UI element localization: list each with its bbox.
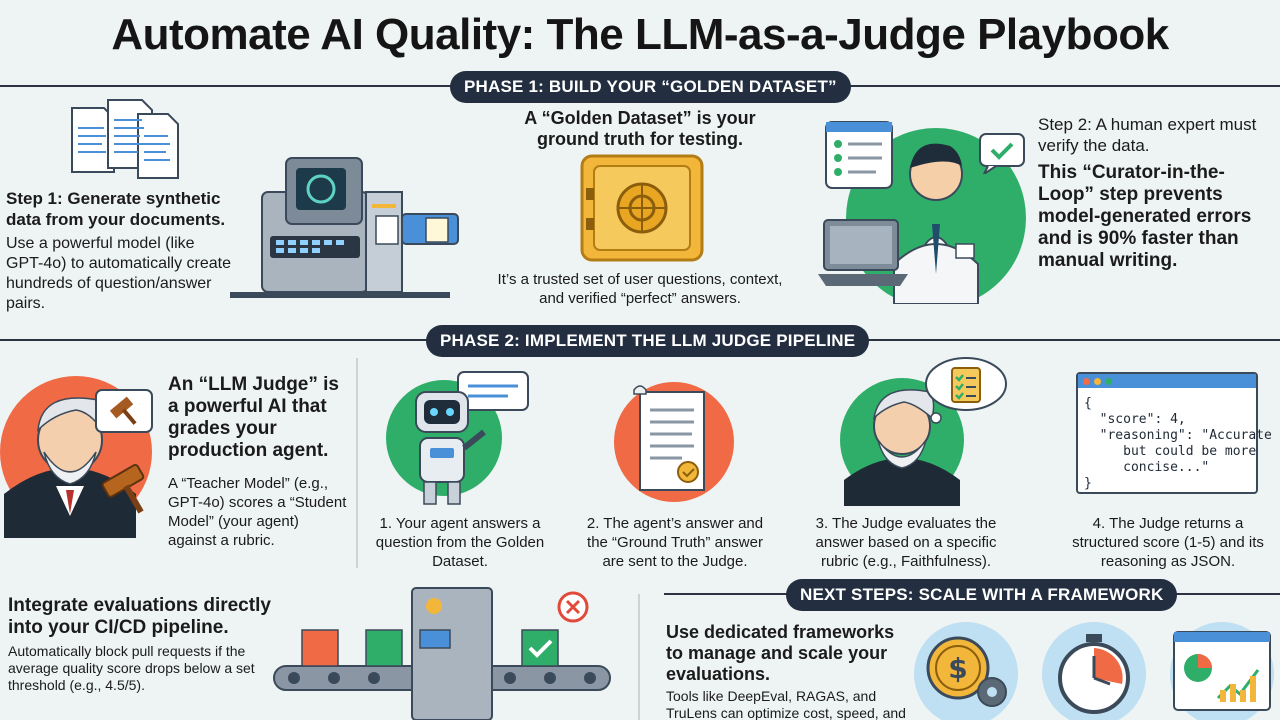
- pipeline-step-2: 2. The agent’s answer and the “Ground Tr…: [586, 515, 764, 570]
- stopwatch-icon: [1042, 622, 1146, 720]
- step2-title: Step 2: A human expert must verify the d…: [1038, 115, 1257, 155]
- json-line: }: [1084, 476, 1092, 491]
- reject-x-icon: [557, 591, 589, 623]
- golden-title: A “Golden Dataset” is your ground truth …: [524, 108, 756, 149]
- json-line: "score": 4,: [1084, 412, 1186, 427]
- pipeline-step-3: 3. The Judge evaluates the answer based …: [815, 515, 997, 570]
- judge-body: A “Teacher Model” (e.g., GPT-4o) scores …: [168, 475, 347, 549]
- cicd-title: Integrate evaluations directly into your…: [8, 595, 271, 638]
- next-label: NEXT STEPS: SCALE WITH A FRAMEWORK: [786, 579, 1178, 611]
- phase2-label: PHASE 2: IMPLEMENT THE LLM JUDGE PIPELIN…: [426, 325, 870, 357]
- checkmark-icon: [979, 133, 1025, 174]
- human-expert-icon: [818, 121, 1026, 304]
- ground-truth-document-icon: [614, 382, 734, 502]
- column-divider: [356, 358, 358, 568]
- step2-body: This “Curator-in-the-Loop” step prevents…: [1038, 162, 1252, 271]
- page-title: Automate AI Quality: The LLM-as-a-Judge …: [111, 10, 1169, 59]
- window-close-dot: [1083, 377, 1090, 385]
- json-line: "reasoning": "Accurate: [1084, 428, 1272, 443]
- cicd-conveyor-icon: [273, 587, 611, 720]
- json-line: {: [1084, 396, 1092, 411]
- window-minimize-dot: [1094, 377, 1101, 385]
- bottom-divider: [638, 594, 640, 720]
- json-line: concise...": [1084, 460, 1210, 475]
- cost-coin-gear-icon: $: [914, 622, 1018, 720]
- json-line: but could be more: [1084, 444, 1257, 459]
- json-window-titlebar: [1078, 374, 1256, 388]
- judge-thinking-icon: [840, 357, 1007, 506]
- pipeline-step-4: 4. The Judge returns a structured score …: [1072, 515, 1264, 570]
- svg-text:$: $: [948, 652, 967, 685]
- synthetic-data-machine-icon: [230, 157, 459, 298]
- judge-title: An “LLM Judge” is a powerful AI that gra…: [168, 374, 339, 461]
- pipeline-step-1: 1. Your agent answers a question from th…: [375, 515, 545, 570]
- next-body: Tools like DeepEval, RAGAS, and TruLens …: [666, 688, 906, 720]
- report-dashboard-icon: [1170, 622, 1274, 720]
- golden-safe-icon: [580, 154, 704, 262]
- gavel-icon: [95, 389, 153, 514]
- documents-icon: [71, 99, 179, 179]
- cicd-body: Automatically block pull requests if the…: [8, 643, 255, 693]
- golden-body: It’s a trusted set of user questions, co…: [497, 271, 783, 307]
- rubric-checklist-icon: [951, 367, 981, 403]
- phase1-label: PHASE 1: BUILD YOUR “GOLDEN DATASET”: [450, 71, 851, 103]
- json-window-icon: { "score": 4, "reasoning": "Accurate but…: [1076, 372, 1272, 494]
- robot-agent-icon: [386, 371, 529, 505]
- step1-title: Step 1: Generate synthetic data from you…: [6, 189, 226, 229]
- next-title: Use dedicated frameworks to manage and s…: [666, 622, 895, 684]
- window-maximize-dot: [1105, 377, 1112, 385]
- step1-body: Use a powerful model (like GPT-4o) to au…: [6, 235, 231, 312]
